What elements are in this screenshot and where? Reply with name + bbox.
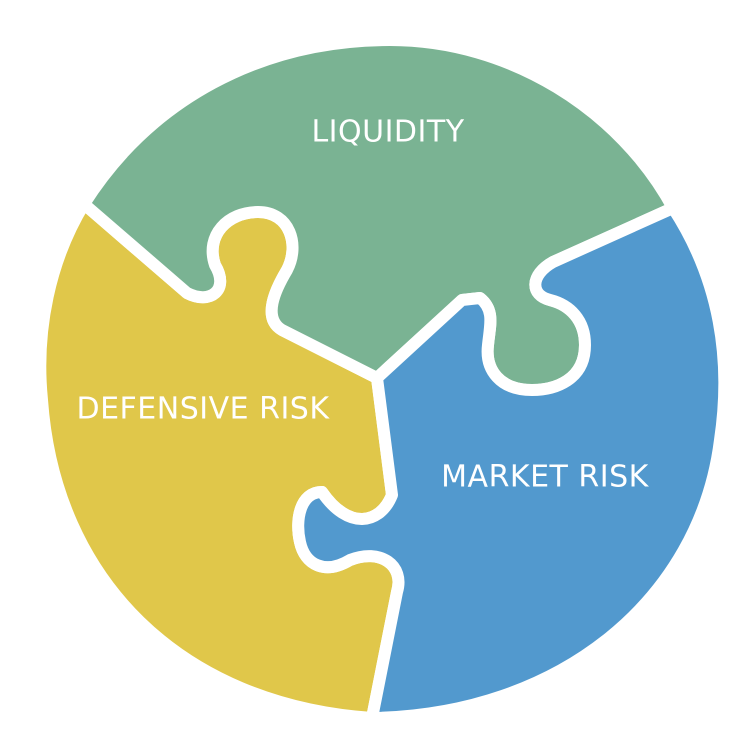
label-market-risk: MARKET RISK	[441, 460, 649, 495]
label-liquidity: LIQUIDITY	[311, 115, 464, 150]
label-defensive-risk: DEFENSIVE RISK	[76, 392, 330, 427]
piece-market-risk	[292, 202, 731, 724]
